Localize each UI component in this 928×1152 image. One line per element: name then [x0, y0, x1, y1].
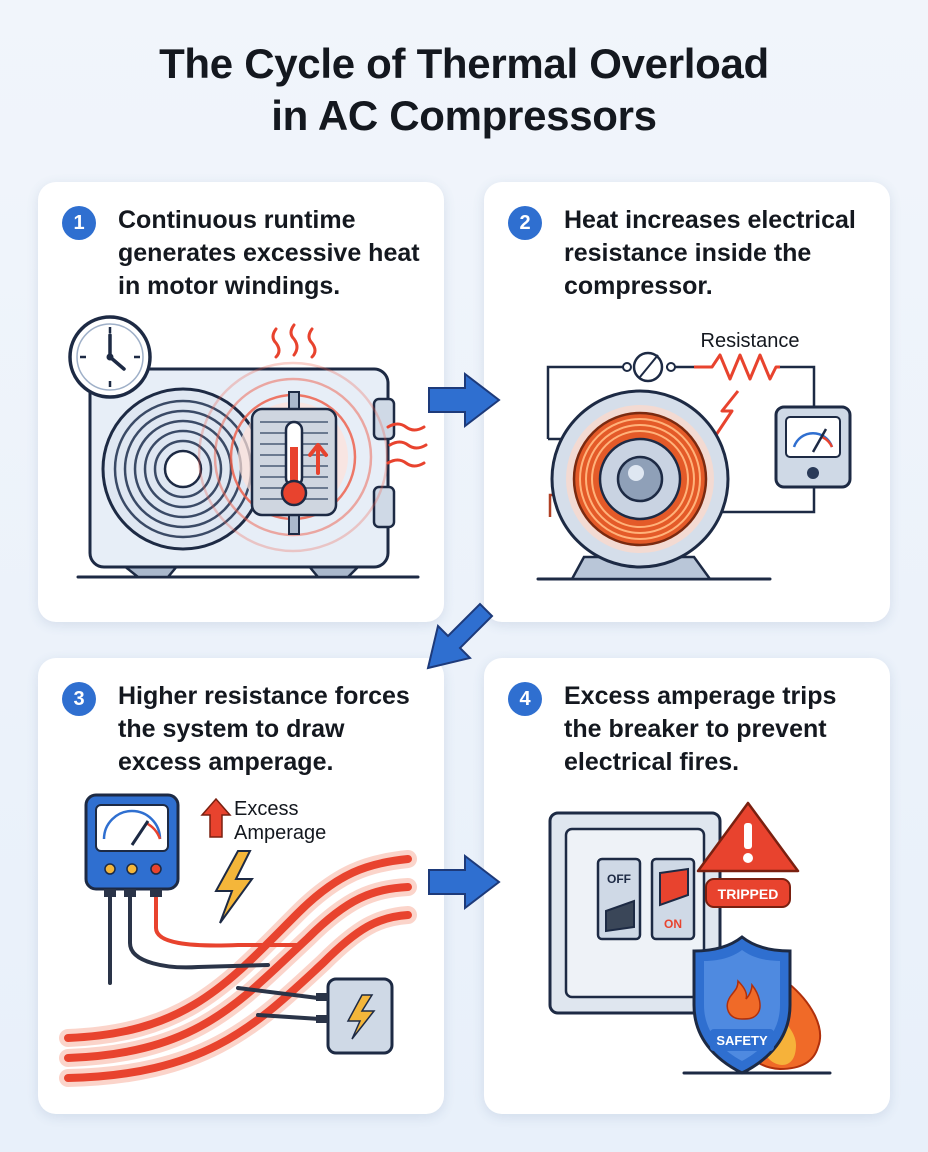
- safety-label: SAFETY: [716, 1033, 768, 1048]
- step-number-badge: 1: [62, 206, 96, 240]
- thermometer-icon: [280, 420, 308, 507]
- excess-label-line-1: Excess: [234, 798, 298, 820]
- on-label: ON: [664, 917, 682, 931]
- lightning-icon: [214, 850, 254, 924]
- step-description: Excess amperage trips the breaker to pre…: [564, 682, 837, 776]
- ammeter-icon: [84, 793, 180, 897]
- excess-label-line-2: Amperage: [234, 822, 326, 844]
- step-description: Heat increases electrical resistance ins…: [564, 206, 856, 300]
- breaker-panel-icon: OFF ON: [548, 811, 722, 1015]
- step-number-badge: 2: [508, 206, 542, 240]
- arrow-right-icon: [428, 853, 501, 911]
- arrow-down-left-icon: [426, 602, 494, 670]
- warning-icon: TRIPPED: [696, 801, 800, 908]
- page-title: The Cycle of Thermal Overload in AC Comp…: [0, 38, 928, 142]
- step-number-badge: 4: [508, 682, 542, 716]
- step-card-3: 3 Higher resistance forces the system to…: [38, 658, 444, 1114]
- title-line-1: The Cycle of Thermal Overload: [159, 40, 769, 87]
- ammeter-icon: [774, 405, 852, 489]
- shield-icon: SAFETY: [692, 935, 792, 1075]
- ac-unit-overheating-illustration: [68, 315, 428, 579]
- excess-amperage-illustration: Excess Amperage: [59, 793, 417, 1087]
- step-card-2: 2 Heat increases electrical resistance i…: [484, 182, 890, 622]
- step-card-4: 4 Excess amperage trips the breaker to p…: [484, 658, 890, 1114]
- tripped-breaker-illustration: OFF ON TRIPPED SAFETY: [548, 801, 832, 1075]
- compressor-resistance-illustration: Resistance: [536, 330, 852, 581]
- junction-box-icon: [316, 977, 394, 1055]
- resistance-label: Resistance: [701, 330, 800, 352]
- clock-icon: [68, 315, 152, 399]
- motor-icon: [250, 391, 338, 535]
- off-label: OFF: [607, 872, 631, 886]
- step-card-1: 1 Continuous runtime generates excessive…: [38, 182, 444, 622]
- motor-icon: [550, 389, 730, 581]
- step-description: Higher resistance forces the system to d…: [118, 682, 410, 776]
- arrow-right-icon: [428, 371, 501, 429]
- tripped-label: TRIPPED: [718, 886, 779, 902]
- step-number-badge: 3: [62, 682, 96, 716]
- title-line-2: in AC Compressors: [271, 92, 657, 139]
- step-description: Continuous runtime generates excessive h…: [118, 206, 420, 300]
